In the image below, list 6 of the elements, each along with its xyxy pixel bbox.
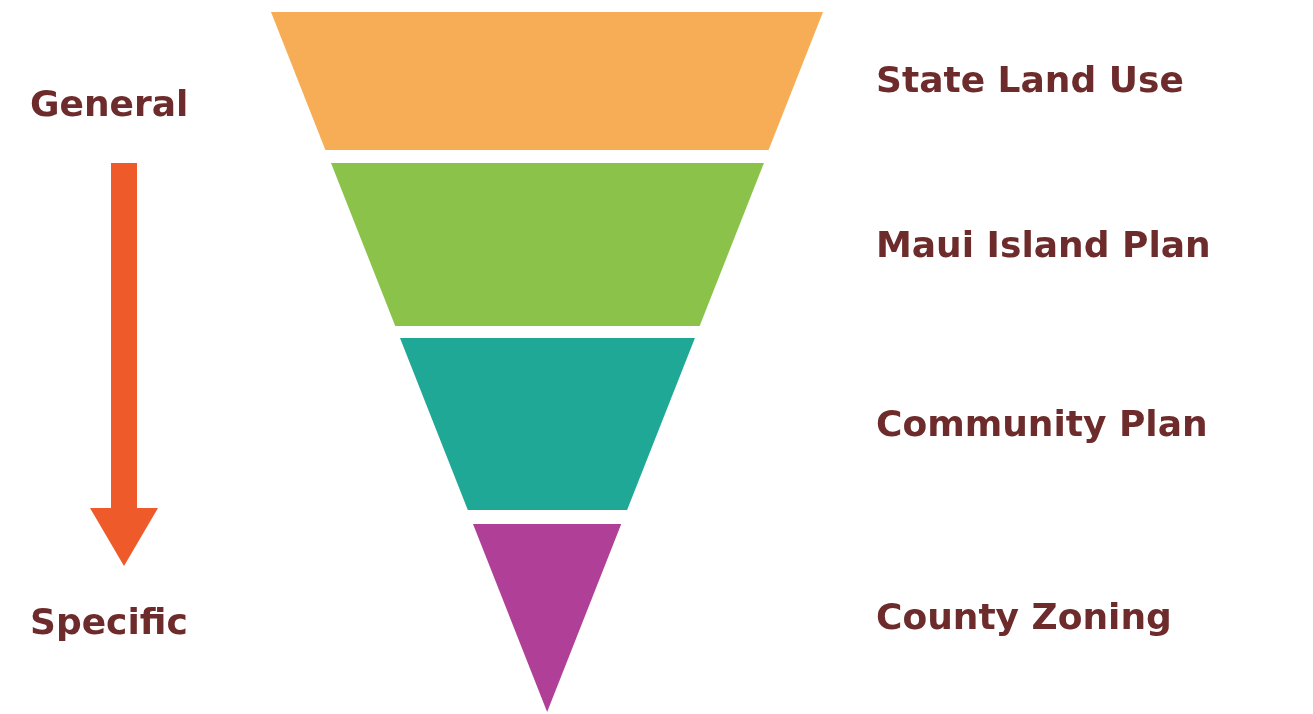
scale-end-label: Specific bbox=[30, 600, 188, 644]
level-label: Maui Island Plan bbox=[876, 223, 1211, 267]
scale-start-label: General bbox=[30, 82, 189, 126]
level-label: County Zoning bbox=[876, 595, 1172, 639]
level-label: Community Plan bbox=[876, 402, 1208, 446]
level-label: State Land Use bbox=[876, 58, 1184, 102]
